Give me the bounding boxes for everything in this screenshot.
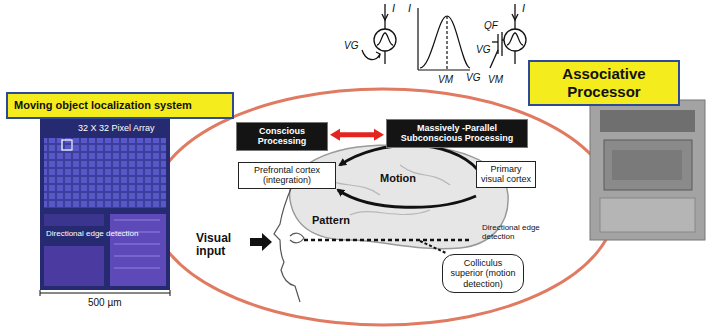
- box-text: Moving object localization system: [14, 99, 226, 112]
- drawing-part: [492, 41, 498, 42]
- drawing-part: [274, 186, 300, 302]
- axis-label: VM: [438, 74, 453, 85]
- region-oval: [151, 89, 615, 325]
- chip-photo: [40, 118, 170, 296]
- drawing-part: [44, 214, 104, 226]
- input-arrow: [250, 233, 272, 251]
- brain-area-box: Colliculus superior (motion detection): [442, 254, 524, 293]
- drawing-part: [384, 4, 385, 29]
- chip-label: 32 X 32 Pixel Array: [78, 124, 155, 134]
- drawing-part: [362, 50, 380, 60]
- drawing-part: [304, 239, 470, 242]
- drawing-part: [502, 39, 504, 40]
- drawing-part: [590, 100, 705, 240]
- drawing-part: [170, 290, 171, 296]
- double-arrow: [330, 129, 384, 141]
- drawing-part: [420, 241, 446, 253]
- process-box: Massively -Parallel Subconscious Process…: [386, 119, 528, 148]
- signal-name: I: [392, 2, 395, 14]
- drawing-part: [600, 110, 695, 132]
- drawing-part: [384, 51, 385, 64]
- floating-gate-neuron-symbol: [490, 4, 526, 68]
- box-text: Associative Processor: [536, 65, 672, 101]
- signal-name: QF: [484, 20, 498, 31]
- box-text: Colliculus superior (motion detection): [448, 258, 518, 289]
- pathway-label: Motion: [380, 172, 416, 184]
- chip-photo: [590, 100, 705, 240]
- face-profile: [274, 186, 304, 302]
- drawing-part: [417, 8, 418, 70]
- drawing-part: [418, 69, 470, 70]
- drawing-part: [338, 190, 476, 207]
- drawing-part: [44, 138, 166, 208]
- drawing-part: [40, 290, 41, 296]
- drawing-part: [514, 51, 515, 64]
- signal-name: VG: [476, 44, 490, 55]
- drawing-part: [514, 4, 515, 29]
- brain-area-box: Primary visual cortex: [476, 161, 536, 188]
- drawing-part: [377, 33, 393, 45]
- drawing-part: [110, 214, 166, 286]
- signal-name: VM: [488, 74, 503, 85]
- box-text: Massively -Parallel Subconscious Process…: [391, 123, 523, 144]
- axis-label: VG: [466, 72, 480, 83]
- drawing-part: [44, 246, 104, 286]
- dimension: 500 µm: [88, 297, 122, 308]
- drawing-part: [420, 16, 470, 68]
- drawing-part: [62, 140, 72, 150]
- pathway-label: Directional edge detection: [482, 224, 540, 242]
- box-text: Primary visual cortex: [480, 164, 532, 185]
- input-label: Visual input: [196, 232, 246, 258]
- chip-label: Directional edge detection: [46, 230, 139, 239]
- drawing-part: [40, 118, 170, 290]
- drawing-part: [382, 14, 388, 20]
- drawing-part: [612, 150, 682, 180]
- drawing-part: [512, 14, 518, 20]
- brain-area-box: Prefrontal cortex (integration): [238, 162, 336, 189]
- box-text: Prefrontal cortex (integration): [242, 165, 332, 186]
- bell-graph: [418, 8, 470, 70]
- drawing-part: [40, 293, 170, 294]
- title-tag: Associative Processor: [528, 60, 680, 106]
- box-text: Conscious Processing: [241, 126, 323, 147]
- drawing-part: [600, 198, 695, 232]
- drawing-part: [490, 50, 498, 68]
- drawing-part: [604, 140, 692, 190]
- signal-name: I: [522, 2, 525, 14]
- drawing-part: [507, 33, 523, 45]
- drawing-part: [114, 220, 160, 268]
- drawing-part: [374, 29, 396, 51]
- drawing-part: [504, 29, 526, 51]
- drawing-part: [290, 233, 304, 243]
- axis-label: I: [408, 2, 411, 14]
- process-box: Conscious Processing: [236, 122, 328, 151]
- drawing-part: [340, 145, 478, 170]
- title-tag: Moving object localization system: [6, 92, 234, 119]
- drawing-part: [376, 52, 380, 58]
- arrow-head: [330, 129, 340, 141]
- connector-line: [339, 132, 375, 137]
- neuron-symbol: [362, 4, 396, 64]
- signal-name: VG: [344, 40, 358, 51]
- drawing-part: [446, 16, 447, 70]
- arrow-head: [374, 129, 384, 141]
- drawing-part: [501, 32, 502, 56]
- pathway-label: Pattern: [312, 214, 350, 226]
